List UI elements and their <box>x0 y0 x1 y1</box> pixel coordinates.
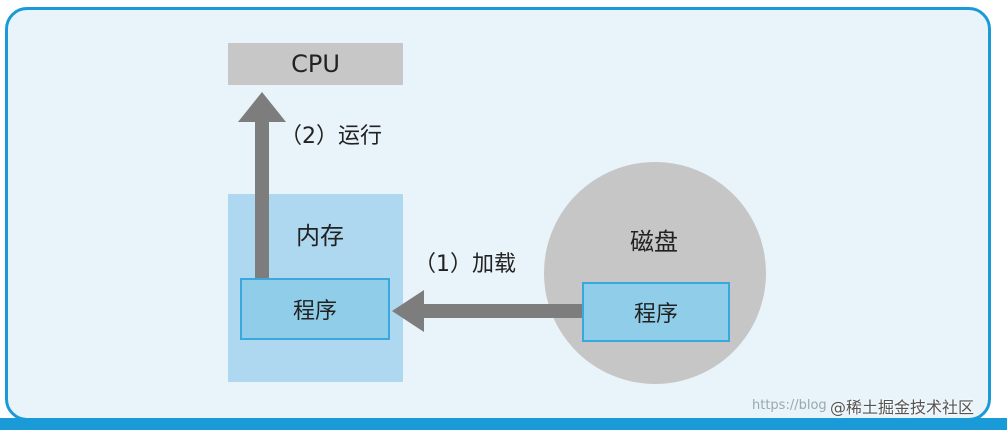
program-on-disk-box: 程序 <box>582 282 730 342</box>
program-on-disk-label: 程序 <box>633 302 678 327</box>
disk-circle <box>544 162 766 384</box>
program-in-memory-box: 程序 <box>240 278 390 340</box>
bottom-stripe <box>0 418 1007 430</box>
step-run-label: （2）运行 <box>280 124 382 149</box>
program-in-memory-label: 程序 <box>292 299 337 324</box>
step-load-label: （1）加载 <box>414 252 516 277</box>
watermark-site: @稀土掘金技术社区 <box>830 398 975 417</box>
disk-label: 磁盘 <box>630 228 678 256</box>
cpu-box: CPU <box>228 43 403 85</box>
diagram-frame <box>5 7 991 421</box>
watermark-url: https://blog <box>752 398 827 413</box>
run-arrow <box>238 92 286 278</box>
cpu-label: CPU <box>291 50 340 78</box>
load-arrow <box>392 290 582 332</box>
memory-label: 内存 <box>296 222 344 250</box>
